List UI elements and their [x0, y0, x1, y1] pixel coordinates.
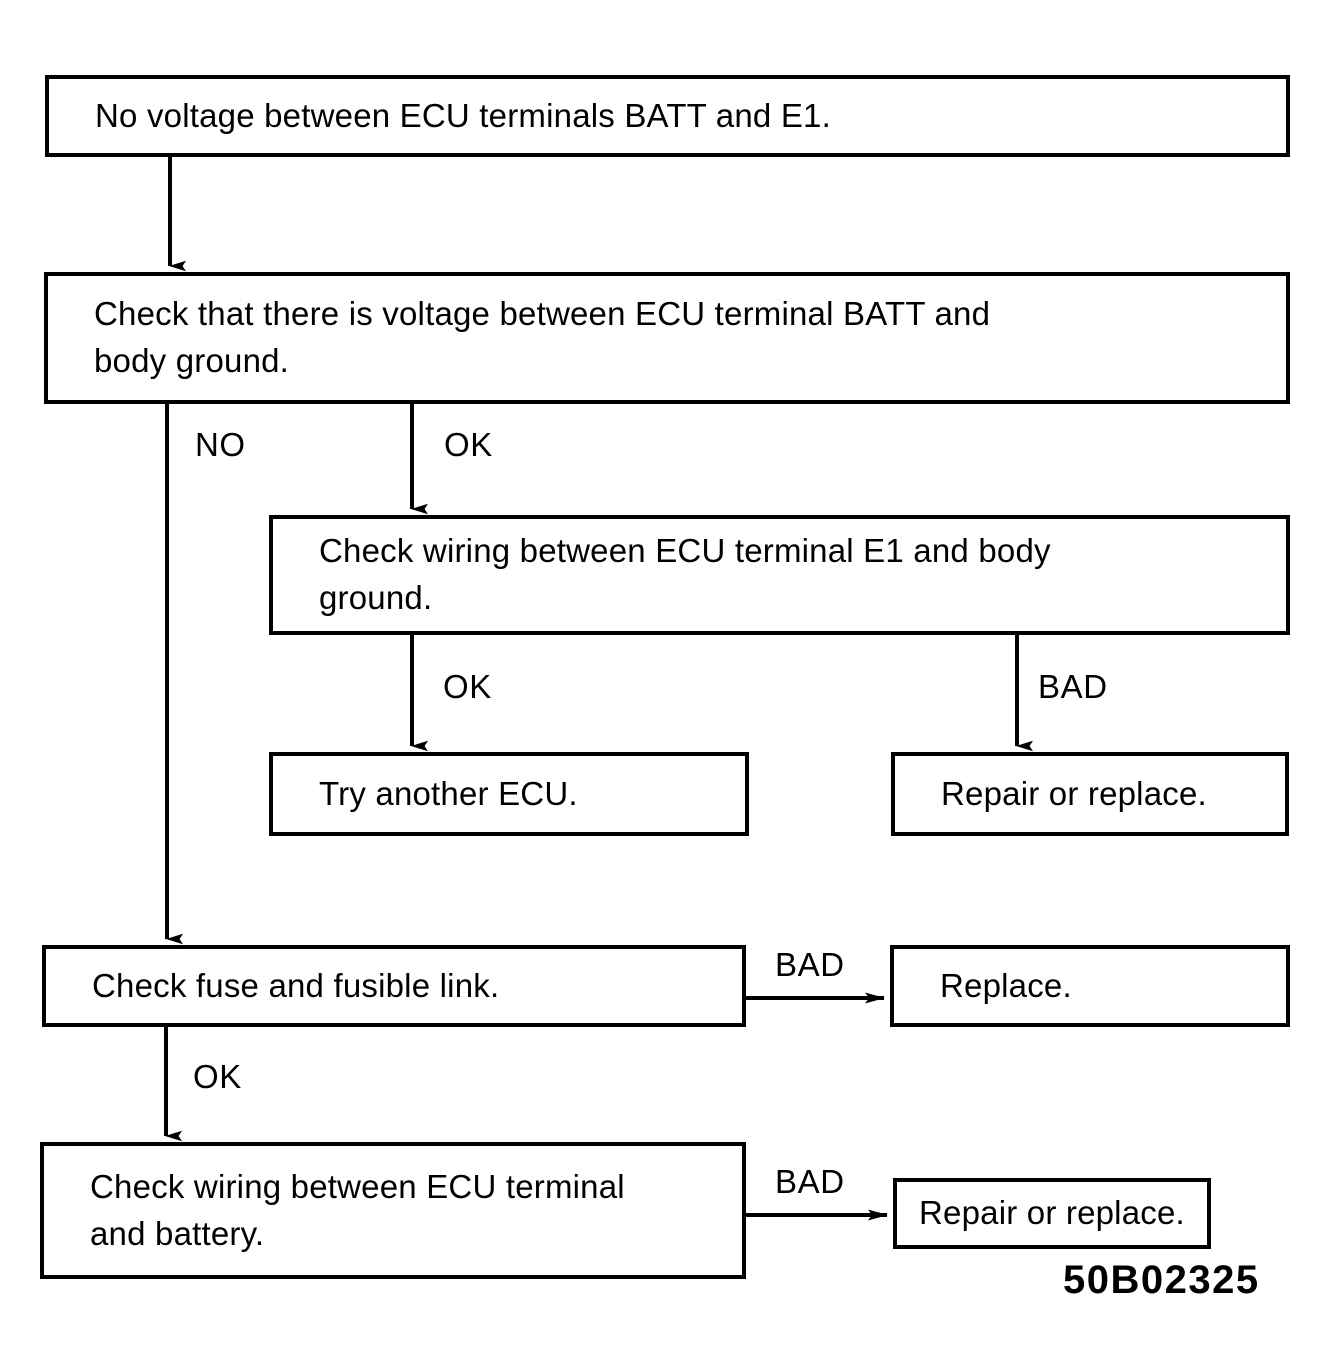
node-label: Repair or replace. [941, 774, 1207, 812]
edge-label-ok-voltage: OK [444, 426, 493, 463]
edge-label-no: NO [195, 426, 246, 463]
node-label: Check that there is voltage between ECU … [94, 295, 991, 379]
edge-label-ok-fuse: OK [193, 1058, 242, 1095]
edge-label-bad-wiring-e1: BAD [1038, 668, 1108, 705]
node-label: Replace. [940, 966, 1072, 1004]
node-label: Repair or replace. [919, 1194, 1185, 1232]
node-label: Try another ECU. [319, 774, 578, 812]
figure-reference-number: 50B02325 [1063, 1258, 1260, 1302]
node-label: Check fuse and fusible link. [92, 966, 500, 1004]
node-replace[interactable]: Replace. [890, 945, 1290, 1027]
node-no-voltage[interactable]: No voltage between ECU terminals BATT an… [45, 75, 1290, 157]
node-check-fuse-fusible-link[interactable]: Check fuse and fusible link. [42, 945, 746, 1027]
node-label: No voltage between ECU terminals BATT an… [95, 96, 831, 134]
node-check-voltage-batt-body-ground[interactable]: Check that there is voltage between ECU … [44, 272, 1290, 404]
edge-label-ok-wiring-e1: OK [443, 668, 492, 705]
edge-label-bad-fuse: BAD [775, 946, 845, 983]
node-check-wiring-terminal-battery[interactable]: Check wiring between ECU terminal and ba… [40, 1142, 746, 1279]
node-repair-or-replace-battery[interactable]: Repair or replace. [893, 1178, 1211, 1249]
edge-label-bad-battery-wiring: BAD [775, 1163, 845, 1200]
node-label: Check wiring between ECU terminal and ba… [90, 1167, 625, 1252]
node-check-wiring-e1-body-ground[interactable]: Check wiring between ECU terminal E1 and… [269, 515, 1290, 635]
node-label: Check wiring between ECU terminal E1 and… [319, 532, 1051, 616]
node-try-another-ecu[interactable]: Try another ECU. [269, 752, 749, 836]
node-repair-or-replace-e1[interactable]: Repair or replace. [891, 752, 1289, 836]
